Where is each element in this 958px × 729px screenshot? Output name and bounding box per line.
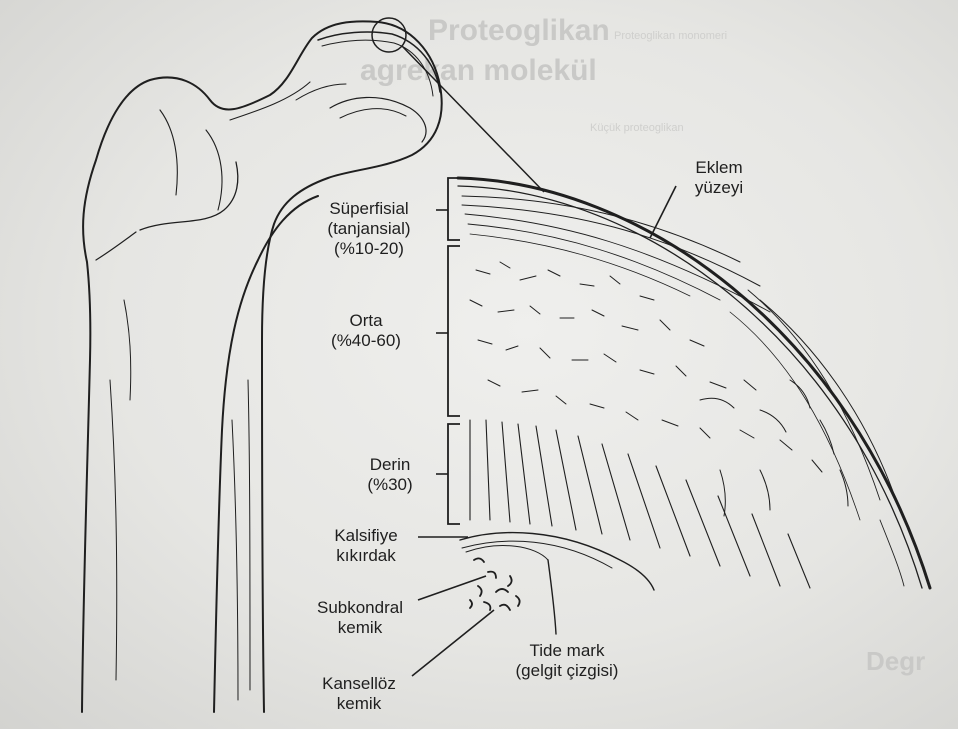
label-kalsifiye-line1: Kalsifiye xyxy=(318,526,414,546)
label-tide-line1: Tide mark xyxy=(502,641,632,661)
bracket-derin xyxy=(448,424,460,524)
label-eklem-yuzeyi: Eklem yüzeyi xyxy=(680,158,758,198)
label-derin: Derin (%30) xyxy=(350,455,430,495)
leader-lines xyxy=(412,186,676,676)
label-subkondral-line1: Subkondral xyxy=(304,598,416,618)
label-superfisial: Süperfisial (tanjansial) (%10-20) xyxy=(314,199,424,259)
bracket-orta xyxy=(448,246,460,416)
label-derin-line2: (%30) xyxy=(350,475,430,495)
label-kalsifiye-line2: kıkırdak xyxy=(318,546,414,566)
label-superfisial-line3: (%10-20) xyxy=(314,239,424,259)
zone-brackets xyxy=(448,178,460,524)
label-subkondral: Subkondral kemik xyxy=(304,598,416,638)
label-derin-line1: Derin xyxy=(350,455,430,475)
label-tide-line2: (gelgit çizgisi) xyxy=(502,661,632,681)
label-kanselloz: Kansellöz kemik xyxy=(310,674,408,714)
label-eklem-line2: yüzeyi xyxy=(680,178,758,198)
cartilage-section xyxy=(458,178,930,634)
label-kalsifiye: Kalsifiye kıkırdak xyxy=(318,526,414,566)
label-orta-line2: (%40-60) xyxy=(318,331,414,351)
label-subkondral-line2: kemik xyxy=(304,618,416,638)
label-superfisial-line1: Süperfisial xyxy=(314,199,424,219)
label-tide-mark: Tide mark (gelgit çizgisi) xyxy=(502,641,632,681)
label-kanselloz-line2: kemik xyxy=(310,694,408,714)
label-kanselloz-line1: Kansellöz xyxy=(310,674,408,694)
label-superfisial-line2: (tanjansial) xyxy=(314,219,424,239)
label-orta: Orta (%40-60) xyxy=(318,311,414,351)
bracket-superfisial xyxy=(448,178,460,240)
label-eklem-line1: Eklem xyxy=(680,158,758,178)
label-orta-line1: Orta xyxy=(318,311,414,331)
